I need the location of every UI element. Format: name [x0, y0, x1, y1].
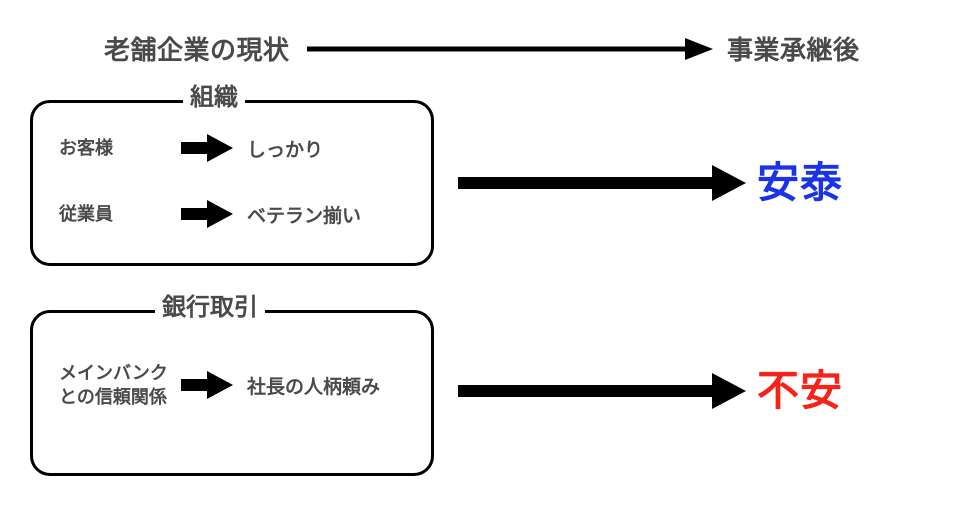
row-from-label-main-bank-line1: メインバンク — [59, 363, 168, 383]
group-box-title-bank-transactions: 銀行取引 — [155, 296, 265, 320]
row-to-label-employee: ベテラン揃い — [247, 205, 362, 227]
result-label-stable: 安泰 — [757, 159, 844, 206]
table-row: メインバンク との信頼関係 社長の人柄頼み — [59, 361, 380, 410]
row-to-label-president-character: 社長の人柄頼み — [247, 376, 381, 398]
row-to-label-customer: しっかり — [247, 139, 324, 161]
right-arrow-icon — [181, 134, 233, 162]
row-from-label-main-bank: メインバンク との信頼関係 — [59, 361, 181, 410]
result-label-anxiety: 不安 — [757, 367, 844, 414]
group-box-bank-transactions: 銀行取引 メインバンク との信頼関係 社長の人柄頼み — [30, 296, 434, 476]
thick-right-arrow-icon — [458, 165, 746, 201]
row-from-label-customer: お客様 — [59, 137, 113, 158]
row-from-label-employee: 従業員 — [59, 203, 113, 224]
table-row: 従業員 ベテラン揃い — [59, 199, 361, 229]
group-box-organization: 組織 お客様 しっかり 従業員 ベテラン揃い — [30, 86, 434, 266]
header-label-current-state: 老舗企業の現状 — [104, 35, 290, 65]
row-from-label-main-bank-line2: との信頼関係 — [59, 387, 167, 408]
long-right-arrow-icon — [307, 38, 713, 60]
header-label-after-succession: 事業承継後 — [727, 35, 860, 65]
group-box-title-organization: 組織 — [183, 86, 245, 110]
right-arrow-icon — [181, 371, 233, 400]
thick-right-arrow-icon — [458, 373, 746, 409]
table-row: お客様 しっかり — [59, 133, 323, 163]
right-arrow-icon — [181, 200, 233, 228]
